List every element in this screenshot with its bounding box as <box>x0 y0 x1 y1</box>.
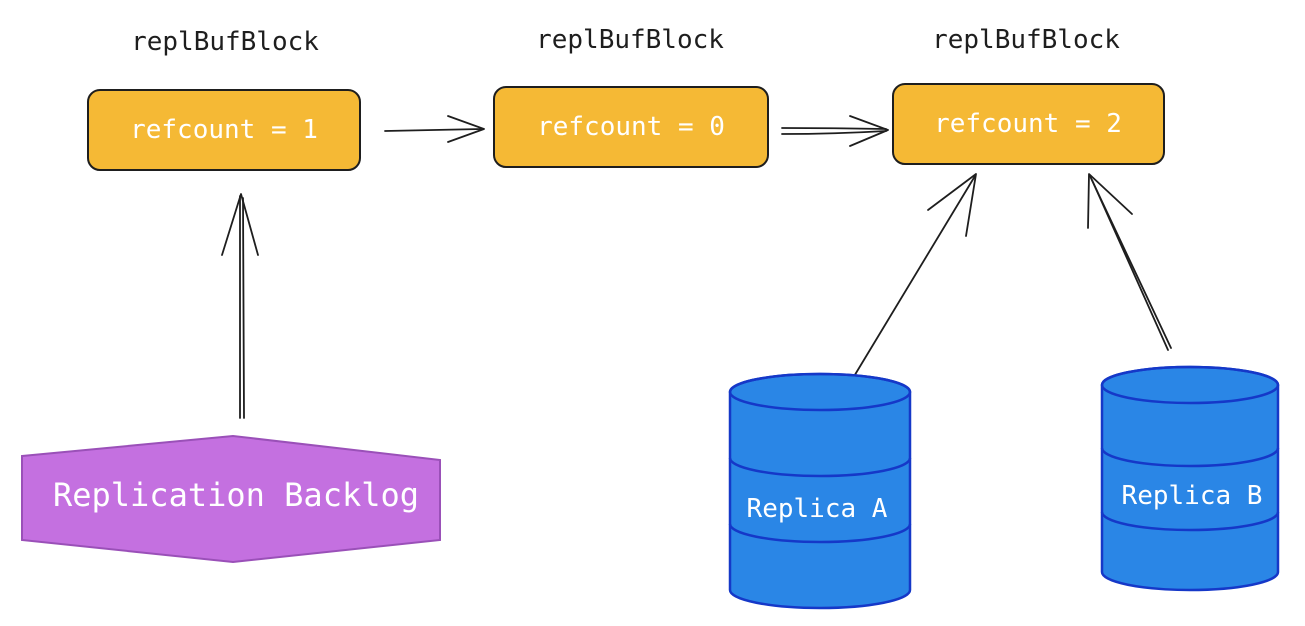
block-2-box <box>493 86 769 168</box>
replica-b-band-1 <box>1100 447 1280 468</box>
replica-a-band-2 <box>728 523 912 544</box>
replica-b-band-2 <box>1100 511 1280 532</box>
replica-b: Replica B <box>1100 365 1280 592</box>
arrow-head <box>849 115 889 147</box>
replica-a: Replica A <box>728 372 912 610</box>
arrow-head <box>1087 173 1133 229</box>
replica-b-top <box>1100 365 1280 405</box>
block-1-box <box>87 89 361 171</box>
arrow-shaft <box>852 175 976 379</box>
block-3: replBufBlock refcount = 2 <box>892 25 1165 165</box>
block-3-refcount: refcount = 2 <box>934 109 1122 139</box>
arrow-block1-to-block2 <box>384 115 485 143</box>
block-3-title: replBufBlock <box>932 25 1120 55</box>
arrow-shaft-sketch <box>1091 179 1169 351</box>
replica-b-body <box>1100 365 1280 592</box>
block-2-refcount: refcount = 0 <box>537 112 725 142</box>
arrow-replica-a-to-block3 <box>852 173 977 379</box>
arrow-shaft-sketch <box>242 197 245 419</box>
replica-a-label: Replica A <box>747 494 888 524</box>
arrow-head <box>221 193 259 256</box>
arrow-shaft <box>384 128 483 132</box>
block-3-box <box>892 83 1165 165</box>
arrow-head <box>927 173 977 237</box>
block-1-refcount: refcount = 1 <box>130 115 318 145</box>
backlog-hexagon <box>21 434 441 564</box>
backlog-label: Replication Backlog <box>53 476 419 514</box>
arrow-backlog-to-block1 <box>221 193 259 419</box>
arrow-block2-to-block3 <box>781 115 889 147</box>
replica-a-top <box>728 372 912 412</box>
replication-backlog: Replication Backlog <box>21 434 441 564</box>
arrow-shaft-sketch <box>781 130 887 135</box>
replica-b-label: Replica B <box>1122 481 1263 511</box>
block-1: replBufBlock refcount = 1 <box>87 27 361 171</box>
arrow-replica-b-to-block3 <box>1087 173 1172 351</box>
arrow-shaft <box>781 127 887 130</box>
arrow-head <box>447 115 485 143</box>
block-1-title: replBufBlock <box>131 27 319 57</box>
block-2-title: replBufBlock <box>536 25 724 55</box>
replica-a-band-1 <box>728 457 912 478</box>
block-2: replBufBlock refcount = 0 <box>493 25 769 168</box>
